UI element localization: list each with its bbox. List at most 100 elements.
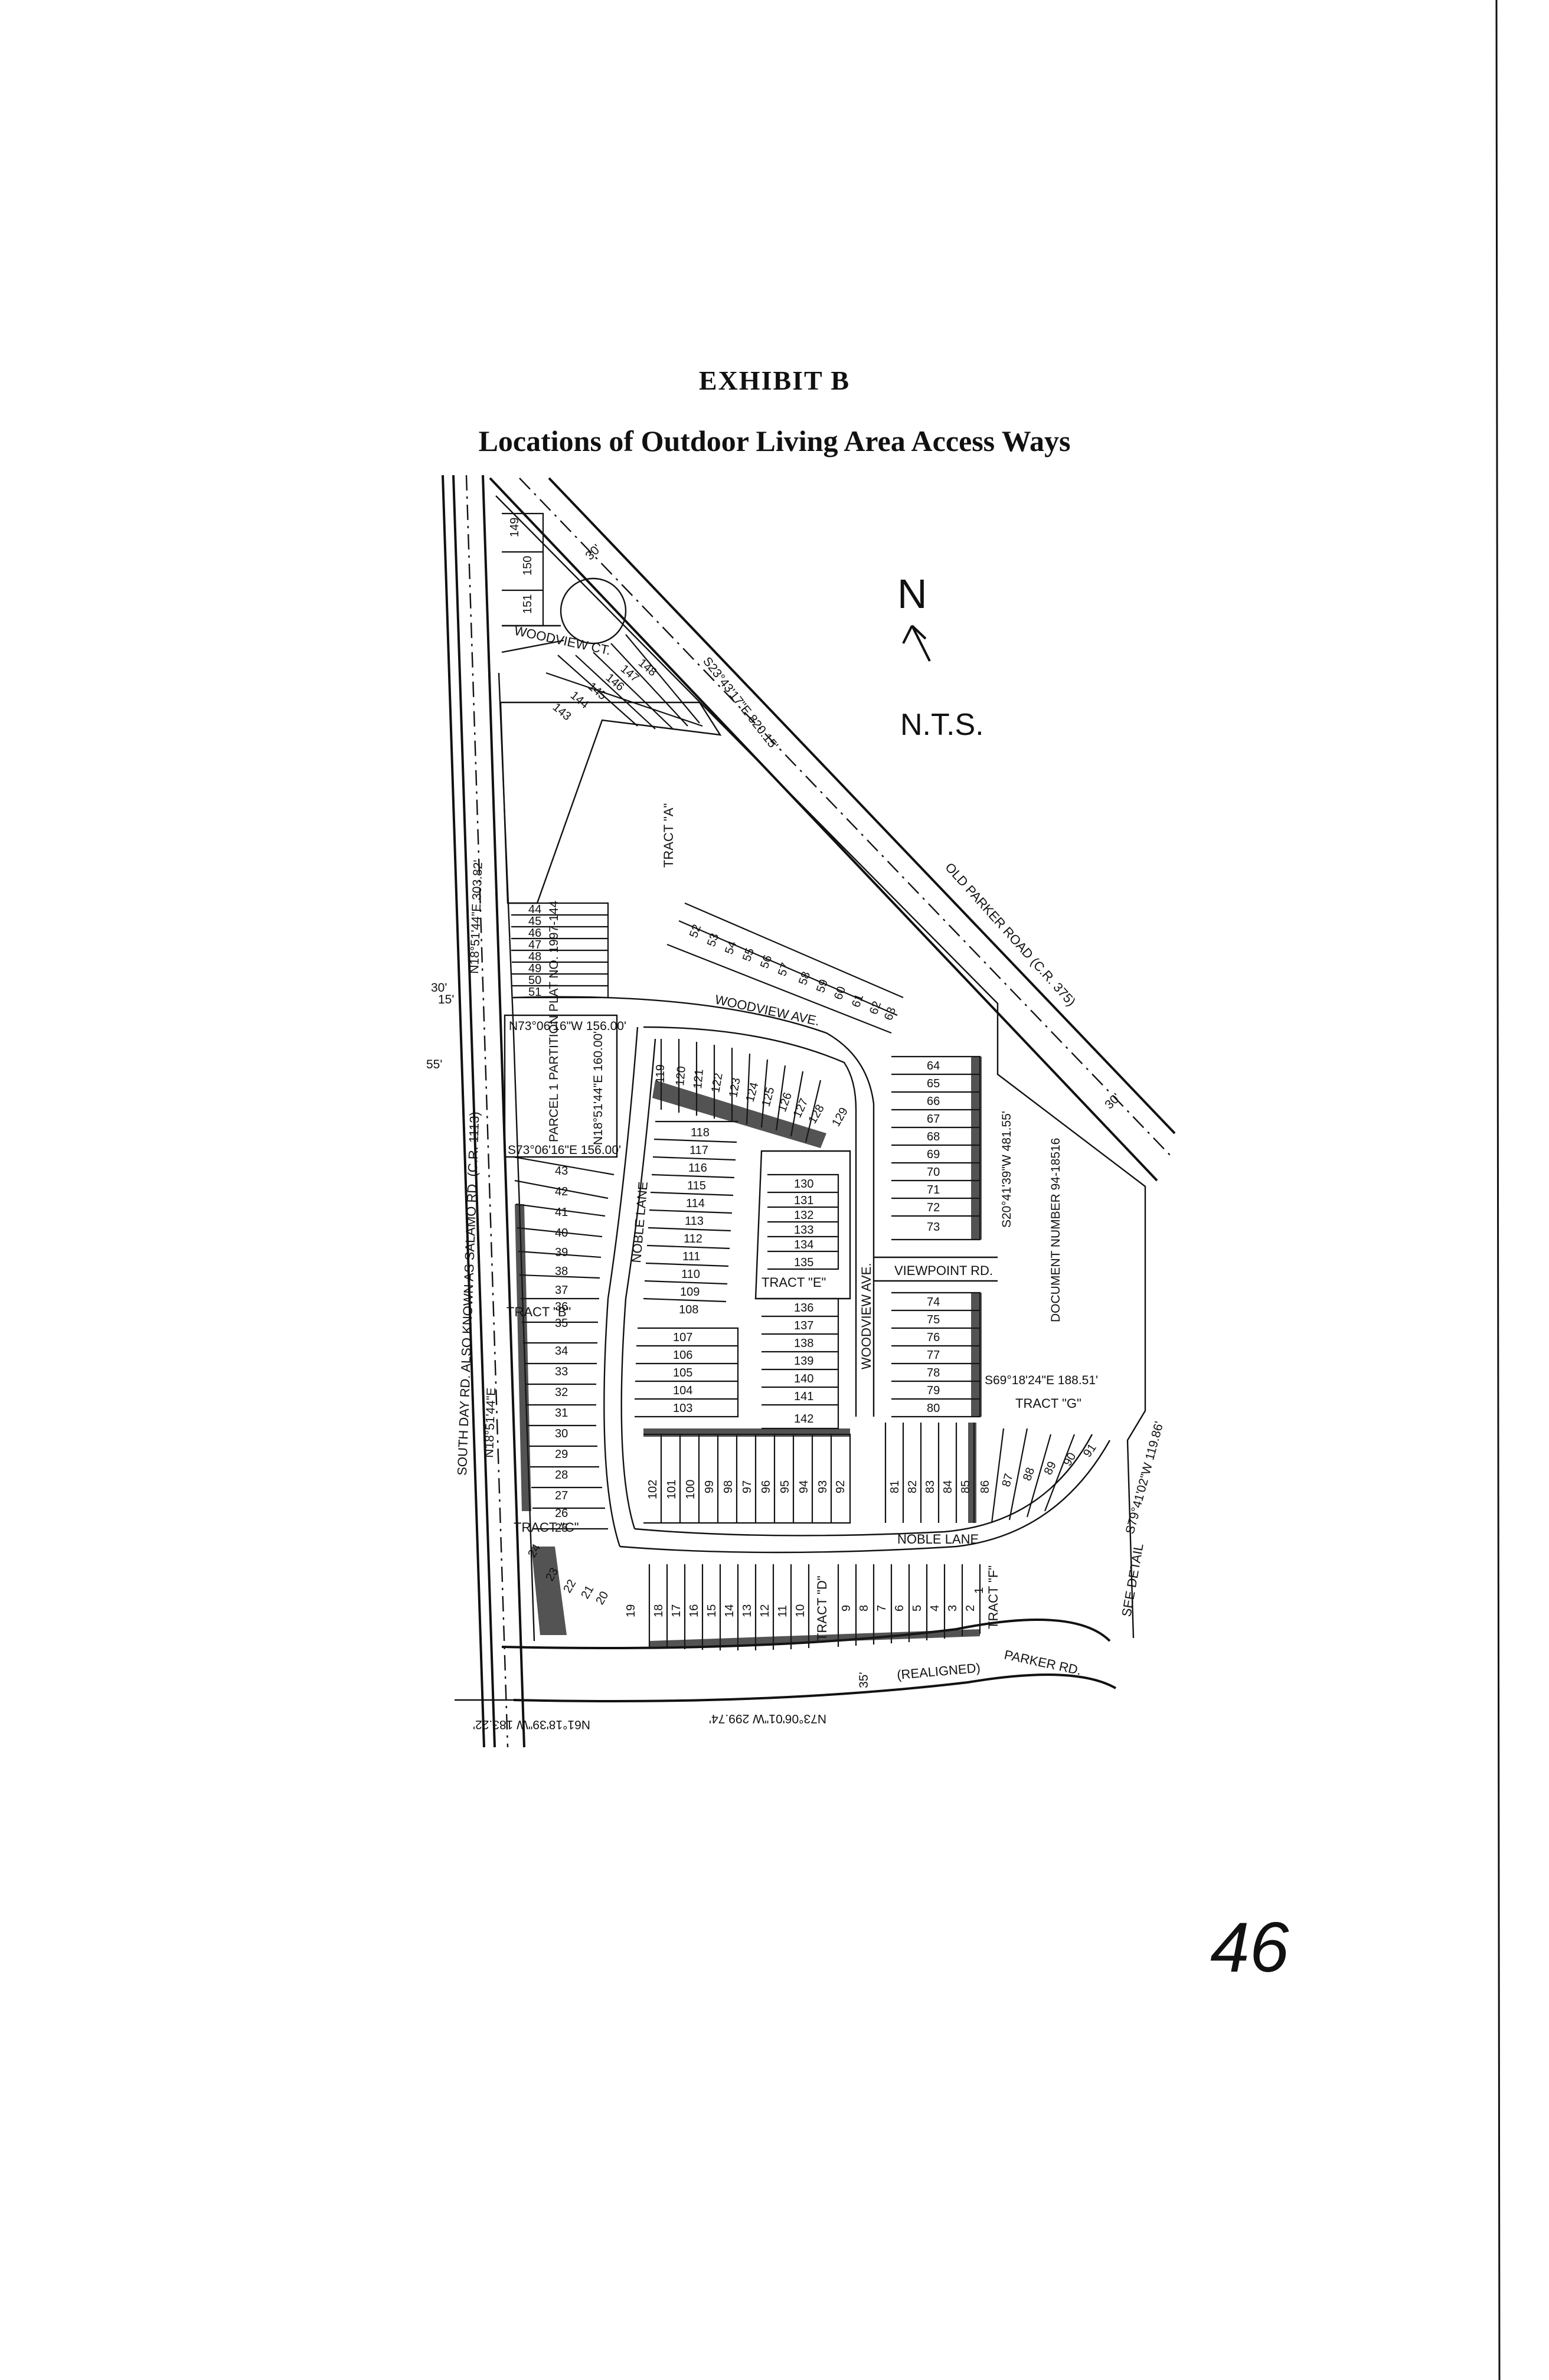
lot-73: 73: [927, 1221, 940, 1234]
lot-137: 137: [794, 1319, 813, 1332]
lot-9: 9: [840, 1605, 853, 1611]
lot-74: 74: [927, 1296, 940, 1309]
lot-136: 136: [794, 1302, 813, 1315]
lot-11: 11: [776, 1605, 789, 1617]
lot-110: 110: [681, 1268, 700, 1281]
lot-8: 8: [858, 1605, 871, 1611]
lot-141: 141: [794, 1390, 813, 1403]
lot-75: 75: [927, 1313, 940, 1326]
lot-143: 143: [550, 701, 574, 723]
lot-39: 39: [555, 1246, 568, 1259]
see-detail-label: SEE DETAIL: [1119, 1542, 1146, 1618]
lot-16: 16: [688, 1604, 701, 1617]
parcel-1-outline: [504, 1014, 618, 1158]
lot-77: 77: [927, 1349, 940, 1362]
lot-47: 47: [528, 939, 541, 952]
lot-142: 142: [794, 1413, 813, 1426]
lot-83: 83: [924, 1480, 937, 1493]
bearing-tract-g: S69°18'24"E 188.51': [985, 1374, 1098, 1387]
lot-12: 12: [759, 1604, 772, 1617]
lot-49: 49: [528, 962, 541, 975]
lot-88: 88: [1021, 1466, 1037, 1482]
lot-91: 91: [1081, 1441, 1099, 1460]
lot-130: 130: [794, 1178, 813, 1191]
lot-120: 120: [674, 1065, 688, 1086]
woodview-ave-south-label: WOODVIEW AVE.: [859, 1263, 874, 1369]
access-way-119-129: [652, 1080, 826, 1148]
bearing-old-parker: S23°43'17"E 820.15': [700, 655, 780, 752]
dim-30: 30': [431, 981, 447, 995]
lot-48: 48: [528, 950, 541, 963]
lot-101: 101: [665, 1480, 678, 1499]
lot-lines-1-24: [648, 1564, 981, 1650]
tract-g-label: TRACT "G": [1015, 1396, 1081, 1411]
lot-93: 93: [816, 1480, 829, 1493]
parcel-north-line: N73°06'16"W 156.00': [509, 1019, 626, 1033]
lot-13: 13: [741, 1604, 754, 1617]
lot-30: 30: [555, 1427, 568, 1440]
lot-113: 113: [685, 1215, 704, 1228]
south-day-road-centerline: [465, 475, 509, 1748]
lot-7: 7: [875, 1605, 888, 1611]
lot-33: 33: [555, 1365, 568, 1378]
lot-128: 128: [806, 1103, 827, 1126]
lot-31: 31: [555, 1407, 568, 1420]
lot-151: 151: [521, 594, 534, 614]
lot-126: 126: [776, 1091, 795, 1114]
lot-lines-44-51: [509, 902, 609, 999]
lot-lines-130-135: [767, 1173, 839, 1270]
not-to-scale-label: N.T.S.: [900, 708, 984, 742]
tract-a-outline: [499, 701, 722, 904]
old-parker-road-label: OLD PARKER ROAD (C.R. 375): [942, 860, 1079, 1009]
lot-64: 64: [927, 1060, 940, 1073]
old-parker-road-east-edge: [548, 477, 1176, 1135]
old-parker-road-centerline: [519, 478, 1172, 1158]
east-boundary: [495, 495, 1146, 1639]
lot-46: 46: [528, 927, 541, 940]
lot-67: 67: [927, 1113, 940, 1126]
access-way-64-73: [971, 1057, 982, 1240]
lot-18: 18: [652, 1604, 665, 1617]
parker-road-south-edge: [513, 1673, 1116, 1702]
lot-70: 70: [927, 1166, 940, 1179]
north-arrow-head: [902, 625, 927, 644]
scan-edge-line: [1495, 0, 1501, 2380]
tract-d-label: TRACT "D": [815, 1575, 829, 1641]
lot-100: 100: [684, 1480, 697, 1499]
lot-35: 35: [555, 1317, 568, 1330]
lot-lines-149-151: [502, 512, 544, 627]
lot-lines-119-129: [660, 1039, 822, 1143]
lot-51: 51: [528, 986, 541, 999]
lot-32: 32: [555, 1386, 568, 1399]
lot-20: 20: [593, 1589, 611, 1607]
lot-108: 108: [679, 1303, 698, 1316]
woodview-ave-north-label: WOODVIEW AVE.: [714, 992, 821, 1028]
exhibit-subtitle: Locations of Outdoor Living Area Access …: [478, 424, 1071, 457]
lot-115: 115: [687, 1179, 706, 1192]
lot-122: 122: [709, 1072, 725, 1094]
access-way-19-24: [531, 1547, 567, 1635]
lot-lines-52-63: [666, 902, 904, 1034]
lot-134: 134: [794, 1238, 813, 1251]
lot-90: 90: [1061, 1450, 1079, 1468]
lot-121: 121: [691, 1068, 706, 1089]
lot-54: 54: [723, 939, 739, 956]
lot-92: 92: [834, 1480, 847, 1493]
noble-lane-west-inner: [620, 1038, 656, 1529]
lot-40: 40: [555, 1227, 568, 1240]
lot-lines-143-148: [545, 634, 703, 730]
lot-14: 14: [723, 1604, 736, 1617]
lot-117: 117: [689, 1144, 708, 1157]
parcel-east-line: N18°51'44"E 160.00': [592, 1031, 605, 1145]
lot-84: 84: [942, 1480, 955, 1493]
tract-c-label: TRACT "C": [514, 1520, 579, 1535]
lot-97: 97: [741, 1480, 754, 1493]
parker-rd-label: PARKER RD.: [1003, 1647, 1083, 1678]
lot-50: 50: [528, 974, 541, 987]
south-day-road-west-edge: [442, 475, 485, 1748]
lot-26: 26: [555, 1507, 568, 1520]
lot-1: 1: [973, 1587, 986, 1594]
lot-79: 79: [927, 1384, 940, 1397]
lot-17: 17: [670, 1604, 683, 1617]
